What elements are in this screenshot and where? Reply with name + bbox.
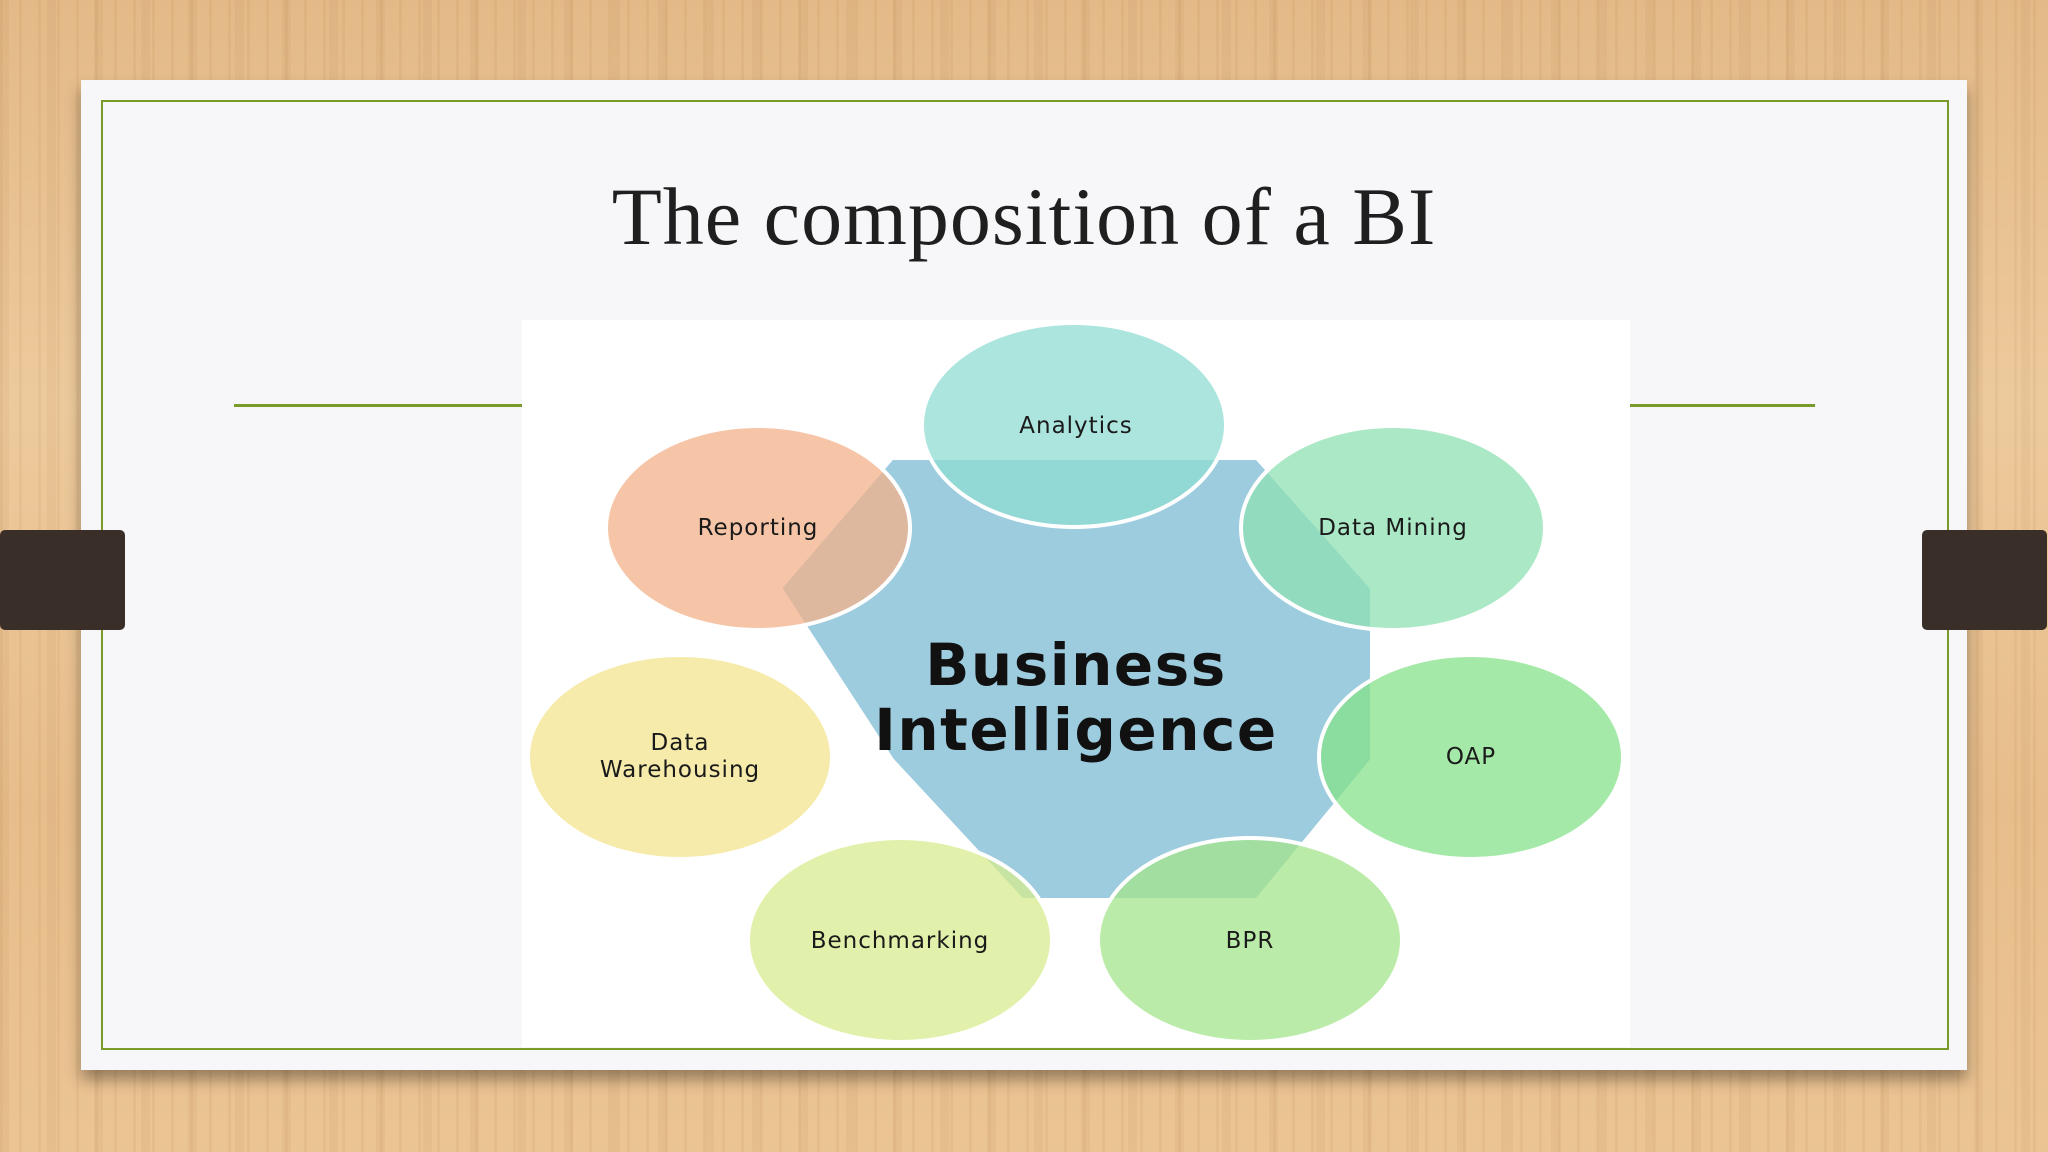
node-data-warehousing-circle [526,653,834,861]
node-data-mining-circle [1239,424,1547,632]
bi-diagram-svg: Business Intelligence Analytics Data Min… [526,321,1625,1044]
right-binder-tab [1922,530,2047,630]
node-analytics-circle [920,321,1228,529]
slide-title: The composition of a BI [611,171,1437,262]
node-oap-circle [1317,653,1625,861]
node-reporting-label: Reporting [698,515,819,541]
node-analytics-label: Analytics [1019,413,1132,439]
center-label-line-2: Intelligence [874,696,1277,764]
node-benchmarking-circle [746,836,1054,1044]
node-oap-label: OAP [1446,744,1496,770]
node-data-warehousing-label-line-2: Warehousing [600,757,760,783]
node-reporting-circle [604,424,912,632]
node-bpr-circle [1096,836,1404,1044]
node-bpr-label: BPR [1226,928,1275,954]
title-rule-right [1630,404,1815,407]
center-label-line-1: Business [925,631,1227,699]
node-data-mining-label: Data Mining [1318,515,1468,541]
title-rule-left [234,404,524,407]
bi-diagram: Business Intelligence Analytics Data Min… [522,320,1630,1047]
left-binder-tab [0,530,125,630]
node-data-warehousing-label-line-1: Data [651,730,710,756]
node-benchmarking-label: Benchmarking [811,928,990,954]
